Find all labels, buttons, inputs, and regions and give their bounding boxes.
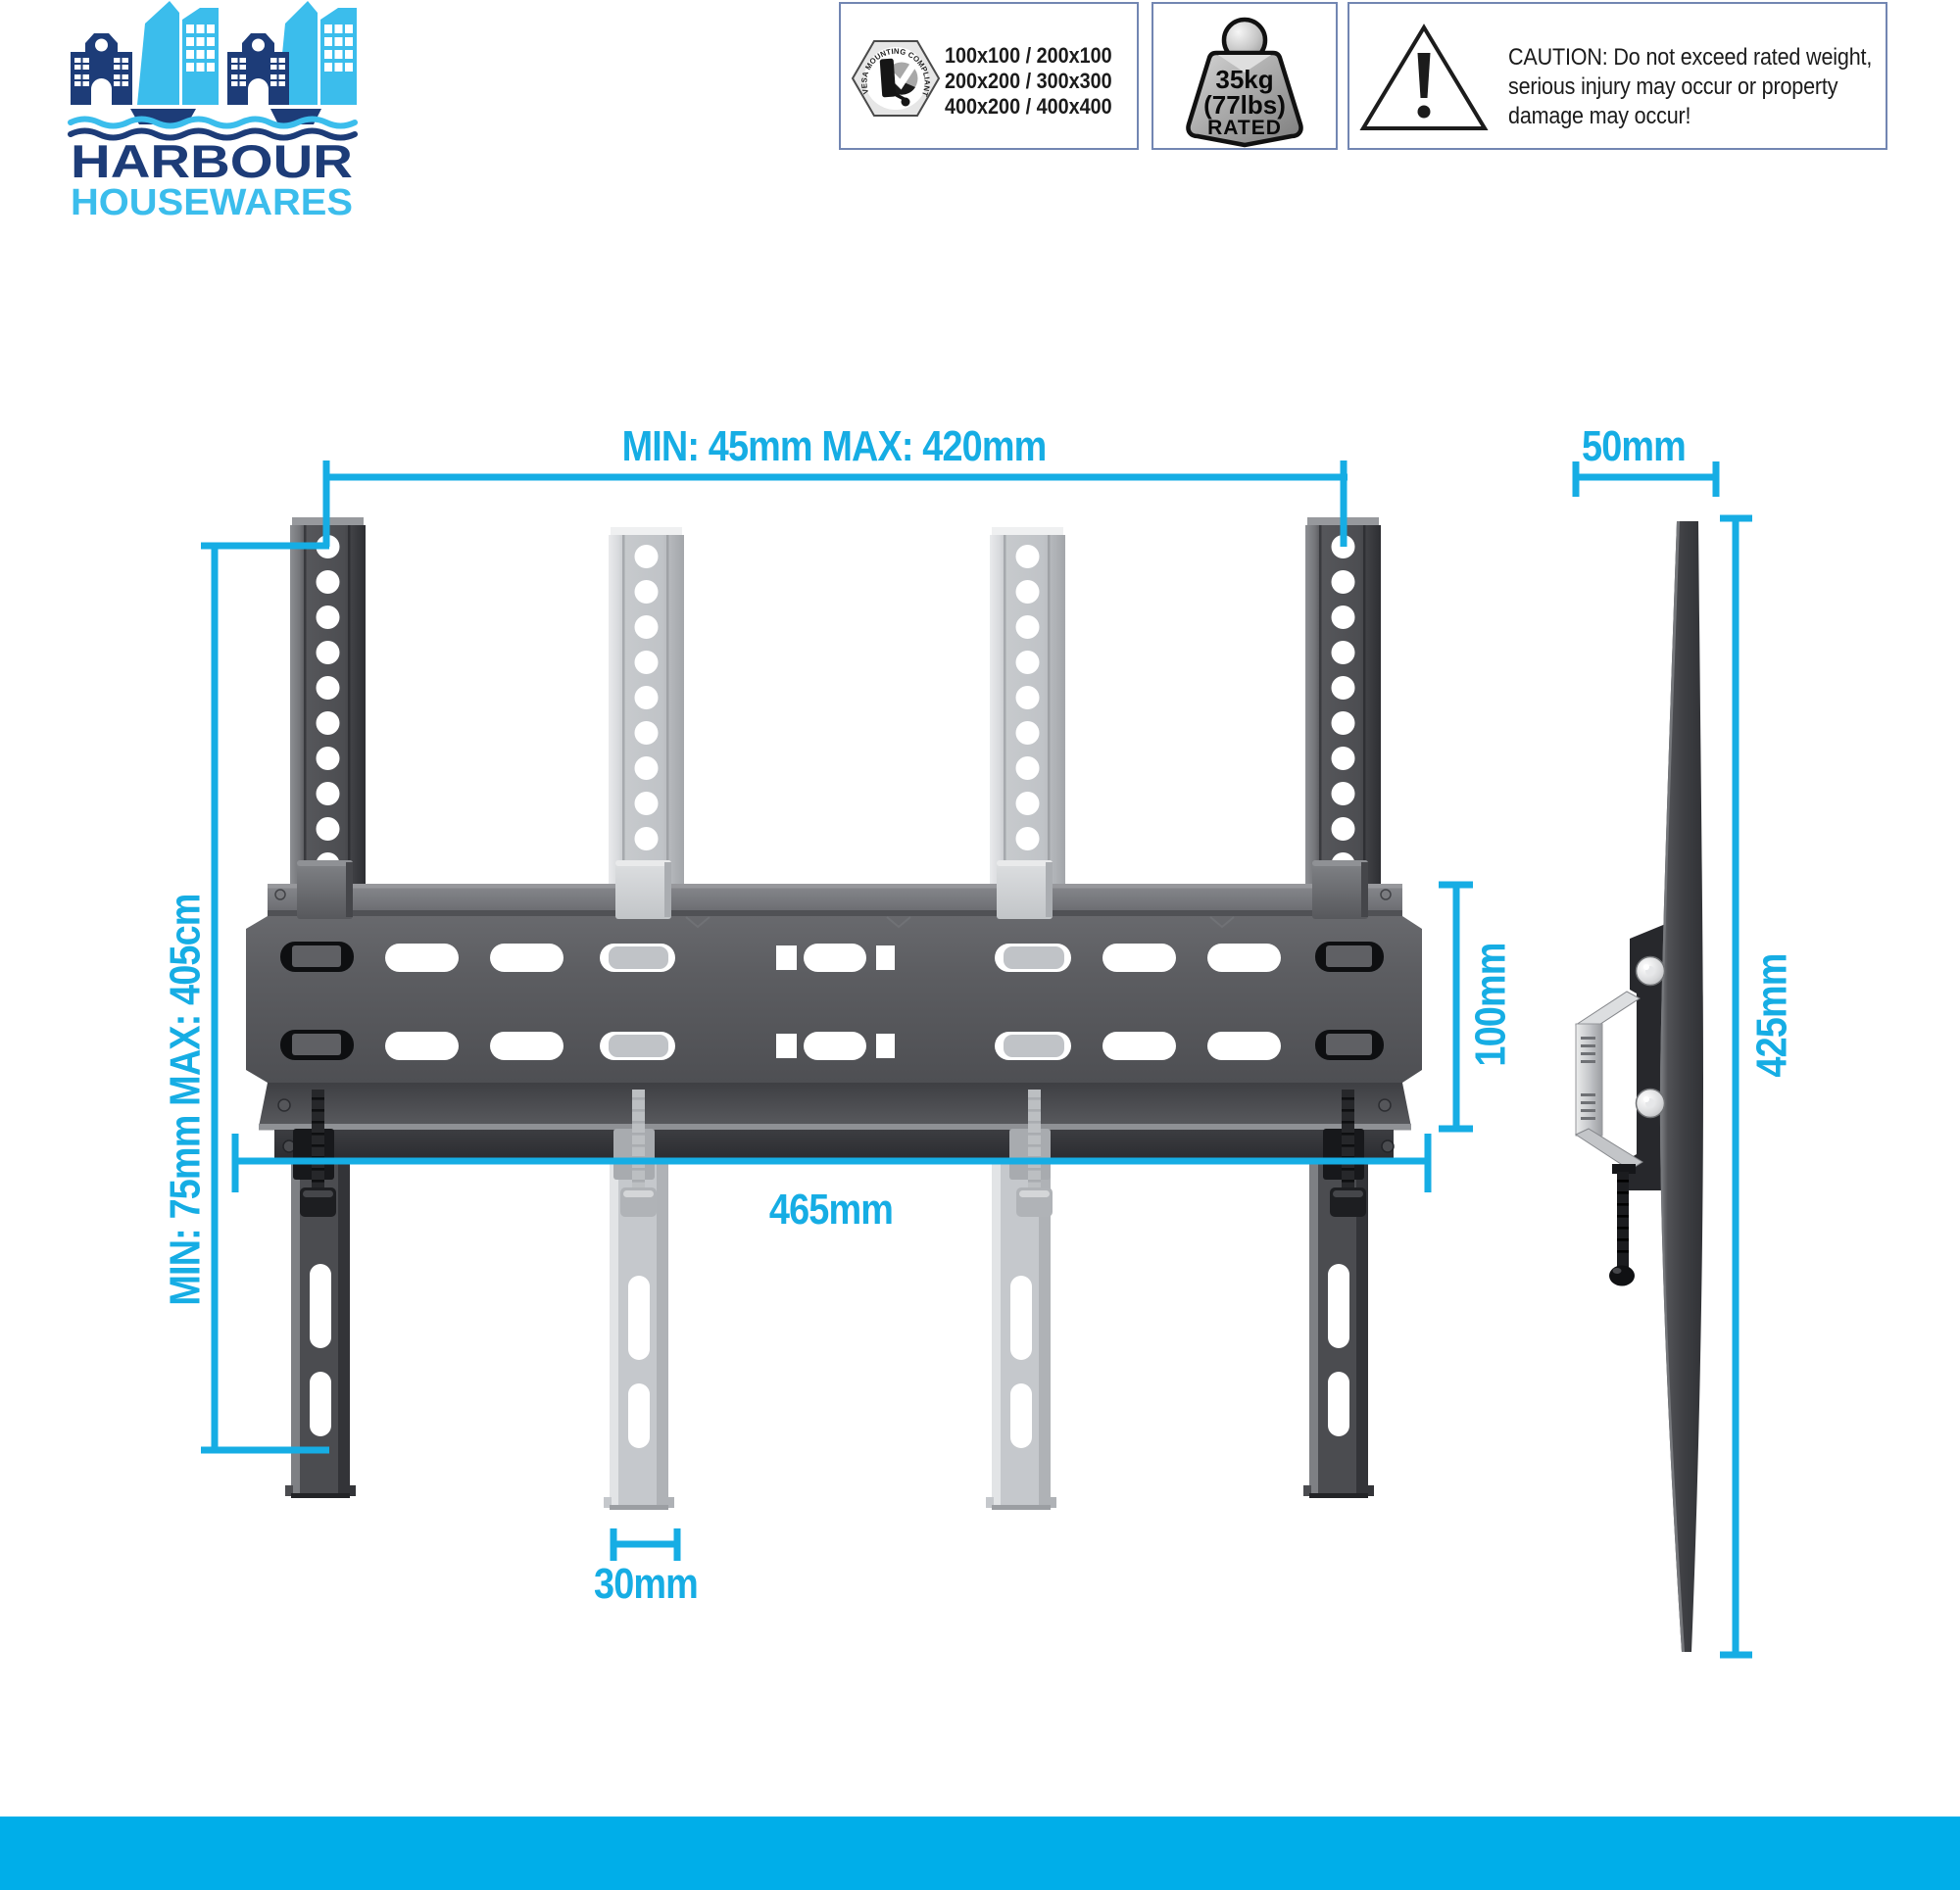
dim-side-depth bbox=[1572, 461, 1720, 497]
dim-top-span bbox=[322, 460, 1348, 547]
dim-side-height bbox=[1720, 514, 1752, 1659]
front-view bbox=[246, 517, 1422, 1510]
bottom-accent-band bbox=[0, 1817, 1960, 1890]
vesa-sizes-line1: 100x100 / 200x100 bbox=[945, 43, 1112, 68]
dim-label-rail-spacing: 30mm bbox=[594, 1560, 699, 1608]
logo-wave-navy bbox=[68, 127, 358, 141]
arm-shoe-3-ghost bbox=[997, 860, 1053, 919]
brand-name-line2: HOUSEWARES bbox=[71, 182, 353, 223]
dim-label-side-depth: 50mm bbox=[1582, 422, 1687, 470]
plate-slots bbox=[280, 942, 1384, 1060]
dim-plate-height bbox=[1439, 881, 1473, 1133]
side-clamp-silver bbox=[1574, 991, 1643, 1171]
side-clamp-bolts bbox=[1635, 955, 1666, 1119]
caution-info-box: CAUTION: Do not exceed rated weight, ser… bbox=[1348, 2, 1887, 150]
arm-shoe-2-ghost bbox=[615, 860, 671, 919]
dimension-lines bbox=[201, 460, 1752, 1659]
dim-label-plate-width: 465mm bbox=[768, 1186, 894, 1234]
side-clamp-bracket bbox=[1617, 923, 1668, 1190]
vesa-sizes-line3: 400x200 / 400x400 bbox=[945, 94, 1112, 119]
vesa-sizes-line2: 200x200 / 300x300 bbox=[945, 69, 1112, 93]
vesa-info-box: VESA MOUNTING COMPLIANT 100x100 / 200x10… bbox=[839, 2, 1139, 150]
caution-text: CAUTION: Do not exceed rated weight, ser… bbox=[1508, 44, 1873, 129]
dim-label-left-span: MIN: 75mm MAX: 405cm bbox=[161, 894, 210, 1306]
weight-rated-text: RATED bbox=[1207, 117, 1282, 139]
dim-left-span bbox=[201, 542, 329, 1454]
weight-icon: 35kg (77lbs) RATED bbox=[1186, 17, 1303, 148]
dim-rail-spacing bbox=[610, 1528, 681, 1561]
harbour-housewares-logo-icon: HARBOUR HOUSEWARES bbox=[68, 1, 358, 223]
vesa-badge-icon: VESA MOUNTING COMPLIANT bbox=[851, 40, 941, 117]
weight-value-text: 35kg bbox=[1215, 65, 1273, 94]
side-locking-screw bbox=[1609, 1164, 1636, 1286]
brand-logo: HARBOUR HOUSEWARES bbox=[59, 0, 365, 225]
dim-label-top-span: MIN: 45mm MAX: 420mm bbox=[621, 422, 1048, 470]
dim-plate-width bbox=[231, 1134, 1432, 1192]
arm-shoe-1 bbox=[297, 860, 353, 919]
weight-info-box: 35kg (77lbs) RATED bbox=[1152, 2, 1338, 150]
brand-name-line1: HARBOUR bbox=[71, 135, 353, 187]
logo-wave-light bbox=[68, 116, 358, 129]
side-plate-blade bbox=[1659, 521, 1703, 1652]
dim-label-side-height: 425mm bbox=[1747, 953, 1796, 1078]
warning-triangle-icon bbox=[1359, 24, 1489, 130]
dim-label-plate-height: 100mm bbox=[1466, 943, 1515, 1067]
logo-sail-left bbox=[137, 1, 179, 105]
side-view bbox=[1574, 521, 1703, 1652]
wall-plate bbox=[246, 884, 1422, 1163]
arm-shoe-4 bbox=[1312, 860, 1368, 919]
weight-alt-text: (77lbs) bbox=[1203, 90, 1286, 120]
